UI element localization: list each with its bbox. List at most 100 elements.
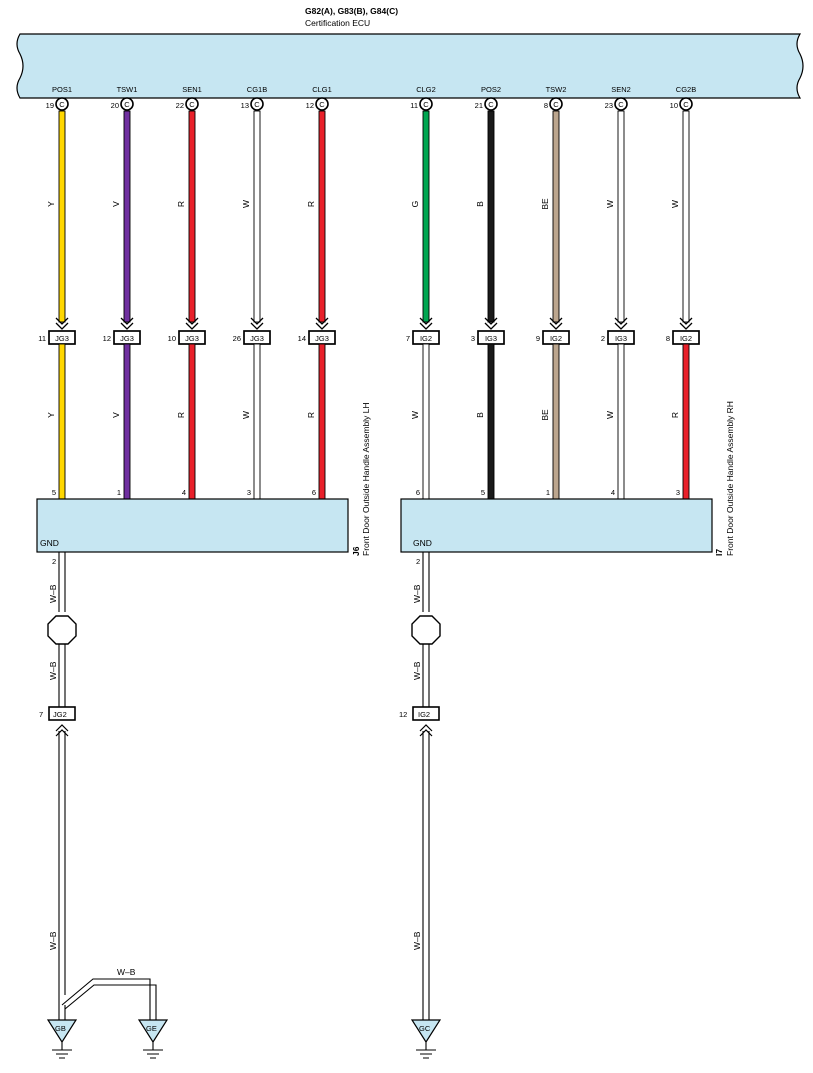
right-wire-4-chevron bbox=[614, 317, 628, 330]
right-gnd-wire-color: W–B bbox=[412, 584, 422, 603]
left-wire-1-ecu-connector bbox=[55, 97, 69, 111]
left-wire-3-ecu-connector bbox=[185, 97, 199, 111]
left-wire-5-chevron bbox=[315, 317, 329, 330]
left-wire-3-chevron bbox=[185, 317, 199, 330]
right-gnd-wire-color-long: W–B bbox=[412, 931, 422, 950]
right-wire-3-junction-label: IG2 bbox=[550, 334, 562, 343]
right-door-name: Front Door Outside Handle Assembly RH bbox=[725, 401, 735, 556]
right-wire-3-ecu-pin: 8 bbox=[544, 101, 548, 110]
right-gnd-junction-label: IG2 bbox=[418, 710, 430, 719]
right-wire-4-ecu-connector bbox=[614, 97, 628, 111]
right-wire-3-upper-segment bbox=[552, 110, 560, 323]
right-gnd-pin: 2 bbox=[416, 557, 420, 566]
right-wire-4-lower-color: W bbox=[605, 411, 615, 419]
ground-gc-symbol bbox=[410, 1019, 442, 1044]
right-wire-2-upper-color: B bbox=[475, 201, 485, 207]
left-wire-group: POS119CYJG311Y5BTSW120CVJG312V1TRG+SEN12… bbox=[38, 85, 336, 514]
right-splice-point bbox=[411, 615, 441, 645]
left-wire-2-lower-segment bbox=[123, 343, 131, 500]
left-wire-5-upper-segment bbox=[318, 110, 326, 323]
left-branch-wire-color: W–B bbox=[117, 967, 136, 977]
left-wire-2-ecu-connector bbox=[120, 97, 134, 111]
left-wire-3-lower-color: R bbox=[176, 412, 186, 418]
right-wire-5-ecu-connector bbox=[679, 97, 693, 111]
ground-gb-label: GB bbox=[55, 1024, 66, 1033]
left-gnd-junction-label: JG2 bbox=[53, 710, 67, 719]
left-wire-4-junction-pin: 26 bbox=[233, 334, 241, 343]
right-wire-5-junction-label: IG2 bbox=[680, 334, 692, 343]
right-wire-5-upper-color: W bbox=[670, 200, 680, 208]
left-wire-4-lower-color: W bbox=[241, 411, 251, 419]
left-wire-2-upper-color: V bbox=[111, 201, 121, 207]
right-wire-2-upper-segment bbox=[487, 110, 495, 323]
right-wire-5-chevron bbox=[679, 317, 693, 330]
right-wire-3-upper-color: BE bbox=[540, 198, 550, 210]
right-wire-4-ecu-label: SEN2 bbox=[611, 85, 631, 94]
left-wire-4-ecu-label: CG1B bbox=[247, 85, 267, 94]
right-wire-2-chevron bbox=[484, 317, 498, 330]
right-wire-4-junction-pin: 2 bbox=[601, 334, 605, 343]
left-wire-3-upper-segment bbox=[188, 110, 196, 323]
left-wire-3-junction-label: JG3 bbox=[185, 334, 199, 343]
right-wire-2-lower-color: B bbox=[475, 412, 485, 418]
left-wire-4-ecu-pin: 13 bbox=[241, 101, 249, 110]
right-wire-1-lower-color: W bbox=[410, 411, 420, 419]
right-door-gnd-label: GND bbox=[413, 538, 432, 548]
left-wire-3-ecu-label: SEN1 bbox=[182, 85, 202, 94]
left-door-name: Front Door Outside Handle Assembly LH bbox=[361, 402, 371, 556]
left-wire-4-ecu-connector bbox=[250, 97, 264, 111]
left-wire-1-chevron bbox=[55, 317, 69, 330]
ground-gb-symbol bbox=[46, 1019, 78, 1044]
left-wire-2-junction-label: JG3 bbox=[120, 334, 134, 343]
ecu-code: G82(A), G83(B), G84(C) bbox=[305, 6, 398, 16]
right-wire-2-door-pin: 5 bbox=[481, 488, 485, 497]
right-wire-1-upper-color: G bbox=[410, 201, 420, 208]
right-door-code: I7 bbox=[714, 549, 724, 556]
left-wire-4-upper-color: W bbox=[241, 200, 251, 208]
left-gnd-pin: 2 bbox=[52, 557, 56, 566]
right-gnd-junction bbox=[412, 706, 440, 721]
left-wire-5-lower-color: R bbox=[306, 412, 316, 418]
left-wire-4-door-pin: 3 bbox=[247, 488, 251, 497]
right-wire-1-junction-pin: 7 bbox=[406, 334, 410, 343]
right-wire-4-ecu-pin: 23 bbox=[605, 101, 613, 110]
left-wire-3-door-pin: 4 bbox=[182, 488, 186, 497]
ground-gc-label: GC bbox=[419, 1024, 431, 1033]
right-wire-1-chevron bbox=[419, 317, 433, 330]
left-wire-2-junction-pin: 12 bbox=[103, 334, 111, 343]
ground-ge-label: GE bbox=[146, 1024, 157, 1033]
left-wire-1-door-pin: 5 bbox=[52, 488, 56, 497]
right-wire-1-lower-segment bbox=[422, 343, 430, 500]
right-wire-2-ecu-connector bbox=[484, 97, 498, 111]
right-wire-3-lower-segment bbox=[552, 343, 560, 500]
left-wire-5-ecu-connector-letter: C bbox=[319, 100, 325, 109]
right-wire-4-junction-label: IG3 bbox=[615, 334, 627, 343]
left-gnd-wire-color-long: W–B bbox=[48, 931, 58, 950]
left-wire-1-junction-label: JG3 bbox=[55, 334, 69, 343]
right-wire-3-junction-pin: 9 bbox=[536, 334, 540, 343]
right-wire-5-junction-pin: 8 bbox=[666, 334, 670, 343]
left-wire-3-upper-color: R bbox=[176, 201, 186, 207]
right-door-module bbox=[400, 498, 713, 553]
left-wire-1-ecu-pin: 19 bbox=[46, 101, 54, 110]
right-wire-5-door-pin: 3 bbox=[676, 488, 680, 497]
left-door-gnd-label: GND bbox=[40, 538, 59, 548]
left-splice-point bbox=[47, 615, 77, 645]
left-ground-circuit: 2 W–B W–B JG2 7 W–B W–B GB GE bbox=[39, 552, 169, 1059]
left-wire-4-ecu-connector-letter: C bbox=[254, 100, 260, 109]
left-wire-2-lower-color: V bbox=[111, 412, 121, 418]
right-wire-3-ecu-connector bbox=[549, 97, 563, 111]
left-wire-4-upper-segment bbox=[253, 110, 261, 323]
right-wire-4-lower-segment bbox=[617, 343, 625, 500]
left-wire-4-lower-segment bbox=[253, 343, 261, 500]
right-wire-group: CLG211CGIG27W6ANT1POS221CBIG33B5BTSW28CB… bbox=[406, 85, 700, 514]
left-wire-1-lower-segment bbox=[58, 343, 66, 500]
ecu-name: Certification ECU bbox=[305, 18, 370, 28]
left-wire-1-ecu-label: POS1 bbox=[52, 85, 72, 94]
right-wire-4-door-pin: 4 bbox=[611, 488, 615, 497]
left-wire-3-lower-segment bbox=[188, 343, 196, 500]
left-wire-5-ecu-label: CLG1 bbox=[312, 85, 332, 94]
right-wire-4-upper-segment bbox=[617, 110, 625, 323]
right-wire-5-ecu-connector-letter: C bbox=[683, 100, 689, 109]
